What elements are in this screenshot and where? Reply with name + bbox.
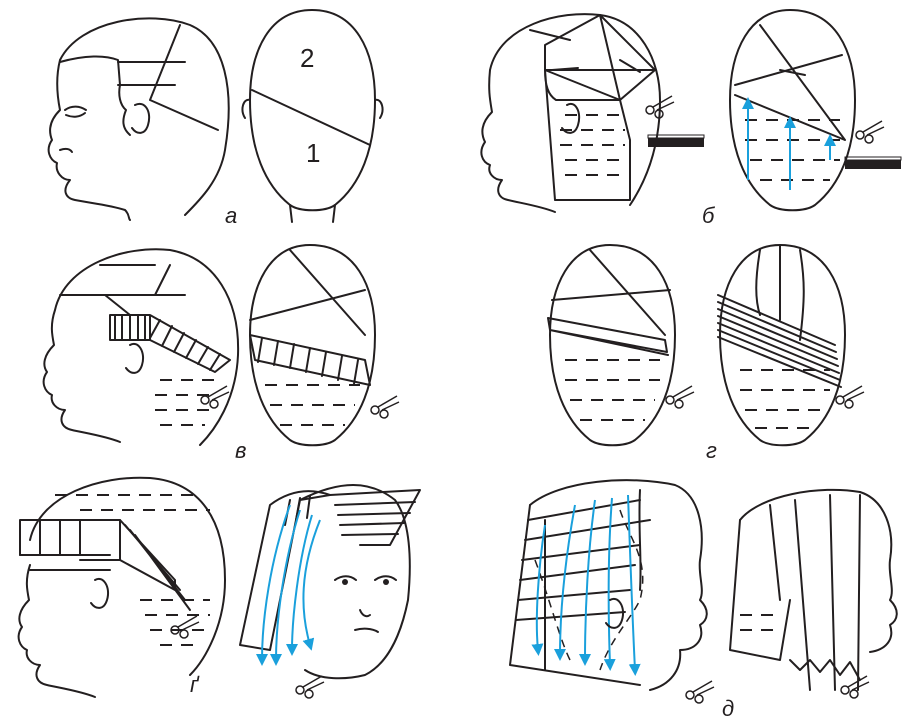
back-head-b <box>730 10 901 210</box>
scissors-icon <box>856 121 884 143</box>
hatching-v-back <box>265 385 360 425</box>
label-v: в <box>235 438 246 463</box>
panel-v: в <box>44 245 399 463</box>
zone-number-1: 1 <box>306 138 320 168</box>
comb-icon <box>845 157 901 169</box>
back-head-v <box>250 245 399 445</box>
scissors-icon <box>171 616 199 638</box>
profile-head-g-prime <box>19 478 225 697</box>
profile-head-d-right <box>730 490 897 698</box>
panel-g: г <box>548 245 864 463</box>
profile-head-b <box>481 14 704 212</box>
hatching-b-back <box>745 120 840 180</box>
panel-d: д <box>510 480 897 721</box>
profile-head-a <box>49 18 229 220</box>
hatching-d-right <box>740 615 780 630</box>
hatching-b-profile <box>560 115 625 175</box>
scissors-icon <box>836 386 864 408</box>
hatching-v-profile <box>155 380 215 425</box>
back-head-g-right <box>718 245 864 445</box>
scissors-icon <box>666 386 694 408</box>
panel-b: б <box>481 10 901 228</box>
profile-head-d <box>510 480 714 703</box>
panel-g-prime: ґ <box>19 478 420 698</box>
label-g: г <box>706 438 717 463</box>
scissors-icon <box>201 386 229 408</box>
front-head-g-prime <box>240 485 420 698</box>
panel-a: 2 1 а <box>49 10 383 228</box>
scissors-icon <box>371 396 399 418</box>
label-a: а <box>225 203 237 228</box>
front-head-a: 2 1 <box>243 10 383 222</box>
scissors-icon <box>686 681 714 703</box>
scissors-icon <box>841 676 869 698</box>
hatching-g-right <box>740 370 830 428</box>
back-head-g-left <box>548 245 694 445</box>
scissors-icon <box>296 676 324 698</box>
hatching-g-left <box>565 360 660 420</box>
zone-number-2: 2 <box>300 43 314 73</box>
label-d: д <box>722 696 734 721</box>
label-b: б <box>702 203 716 228</box>
label-g-prime: ґ <box>190 672 200 697</box>
profile-head-v <box>44 249 238 445</box>
